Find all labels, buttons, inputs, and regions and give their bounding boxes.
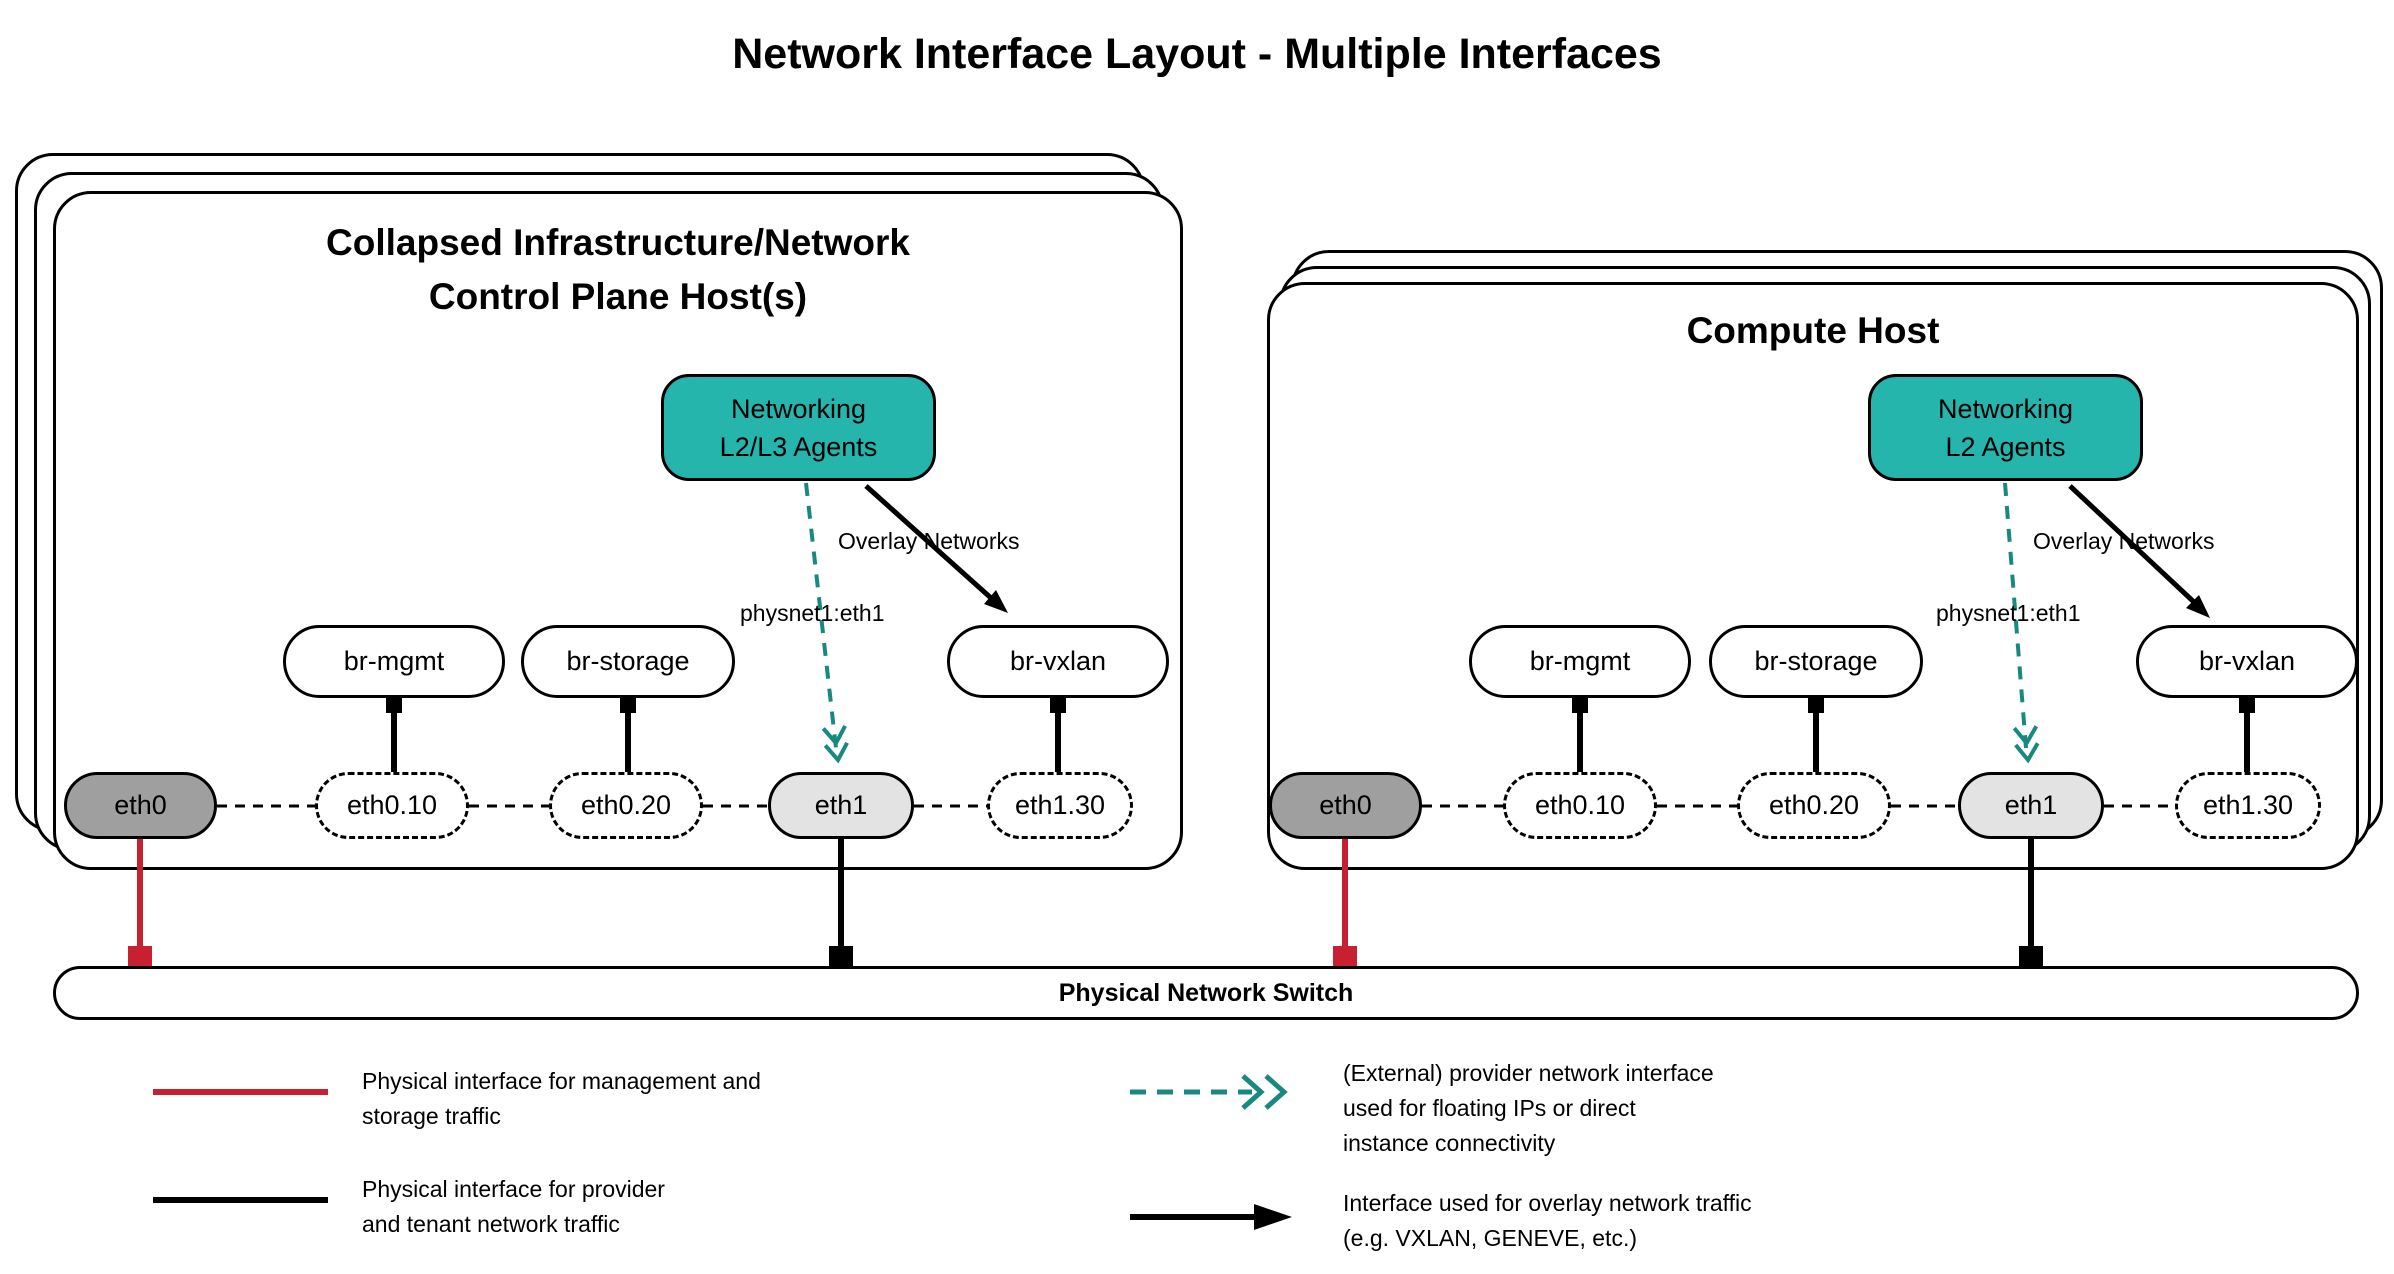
compute-eth0-20-node: eth0.20	[1737, 772, 1891, 839]
cp-agent-label-line2: L2/L3 Agents	[719, 431, 878, 462]
legend-tenant-text-line2: and tenant network traffic	[362, 1211, 620, 1237]
cp-provider-dashed-arrow	[804, 482, 849, 764]
legend-mgmt-text-line2: storage traffic	[362, 1103, 501, 1129]
physical-network-switch-bar: Physical Network Switch	[53, 966, 2359, 1020]
compute-overlay-networks-label: Overlay Networks	[2033, 528, 2215, 554]
cp-bridge-links	[391, 700, 1061, 774]
legend-overlay-text-line2: (e.g. VXLAN, GENEVE, etc.)	[1343, 1225, 1637, 1251]
compute-eth1-30-node: eth1.30	[2175, 772, 2321, 839]
legend-overlay-arrow-sample	[1130, 1204, 1292, 1230]
compute-bridge-links	[1577, 700, 2250, 774]
compute-provider-dashed-arrow	[2003, 482, 2040, 764]
cp-eth0-node: eth0	[64, 772, 217, 839]
compute-eth0-node: eth0	[1269, 772, 1422, 839]
compute-physnet-label: physnet1:eth1	[1936, 600, 2081, 626]
cp-br-vxlan-node: br-vxlan	[947, 625, 1169, 698]
legend-overlay-text-line1: Interface used for overlay network traff…	[1343, 1190, 1752, 1216]
compute-overlay-arrow	[2068, 484, 2210, 618]
compute-br-storage-node: br-storage	[1709, 625, 1923, 698]
compute-tenant-uplink-black	[2019, 839, 2043, 970]
legend-provider-text-line1: (External) provider network interface	[1343, 1060, 1714, 1086]
legend-mgmt-text: Physical interface for management and st…	[362, 1064, 761, 1134]
legend-tenant-text: Physical interface for provider and tena…	[362, 1172, 665, 1242]
legend-provider-dashed-arrow-sample	[1130, 1074, 1288, 1110]
control-plane-host-title-line2: Control Plane Host(s)	[428, 276, 808, 317]
compute-eth0-10-node: eth0.10	[1503, 772, 1657, 839]
cp-eth1-node: eth1	[768, 772, 914, 839]
compute-mgmt-uplink-red	[1333, 839, 1357, 970]
cp-eth1-30-node: eth1.30	[987, 772, 1133, 839]
compute-networking-l2-agents-box: Networking L2 Agents	[1868, 374, 2143, 481]
control-plane-host-box	[53, 191, 1183, 870]
compute-br-mgmt-node: br-mgmt	[1469, 625, 1691, 698]
legend-provider-text-line2: used for floating IPs or direct	[1343, 1095, 1636, 1121]
cp-eth0-20-node: eth0.20	[549, 772, 703, 839]
diagram-title: Network Interface Layout - Multiple Inte…	[732, 30, 1662, 78]
cp-agent-label-line1: Networking	[730, 393, 867, 424]
cp-eth0-10-node: eth0.10	[315, 772, 469, 839]
compute-agent-label-line2: L2 Agents	[1945, 431, 2066, 462]
cp-mgmt-uplink-red	[128, 839, 152, 970]
physical-network-switch-label: Physical Network Switch	[1058, 978, 1354, 1007]
cp-tenant-uplink-black	[829, 839, 853, 970]
cp-overlay-arrow	[864, 484, 1008, 613]
legend-tenant-text-line1: Physical interface for provider	[362, 1176, 665, 1202]
compute-eth1-node: eth1	[1958, 772, 2104, 839]
legend-provider-text: (External) provider network interface us…	[1343, 1056, 1714, 1161]
legend-provider-text-line3: instance connectivity	[1343, 1130, 1556, 1156]
compute-br-vxlan-node: br-vxlan	[2136, 625, 2358, 698]
cp-br-mgmt-node: br-mgmt	[283, 625, 505, 698]
control-plane-host-title-line1: Collapsed Infrastructure/Network	[326, 222, 910, 263]
control-plane-host-title: Collapsed Infrastructure/Network Control…	[53, 216, 1183, 324]
compute-host-title: Compute Host	[1267, 304, 2359, 358]
cp-networking-l2l3-agents-box: Networking L2/L3 Agents	[661, 374, 936, 481]
cp-br-storage-node: br-storage	[521, 625, 735, 698]
cp-bridge-squares	[386, 697, 1066, 713]
legend-mgmt-text-line1: Physical interface for management and	[362, 1068, 761, 1094]
legend-overlay-text: Interface used for overlay network traff…	[1343, 1186, 1752, 1256]
compute-agent-label-line1: Networking	[1937, 393, 2074, 424]
cp-physnet-label: physnet1:eth1	[740, 600, 885, 626]
cp-overlay-networks-label: Overlay Networks	[838, 528, 1020, 554]
compute-bridge-squares	[1572, 697, 2255, 713]
compute-host-title-line1: Compute Host	[1686, 310, 1940, 351]
